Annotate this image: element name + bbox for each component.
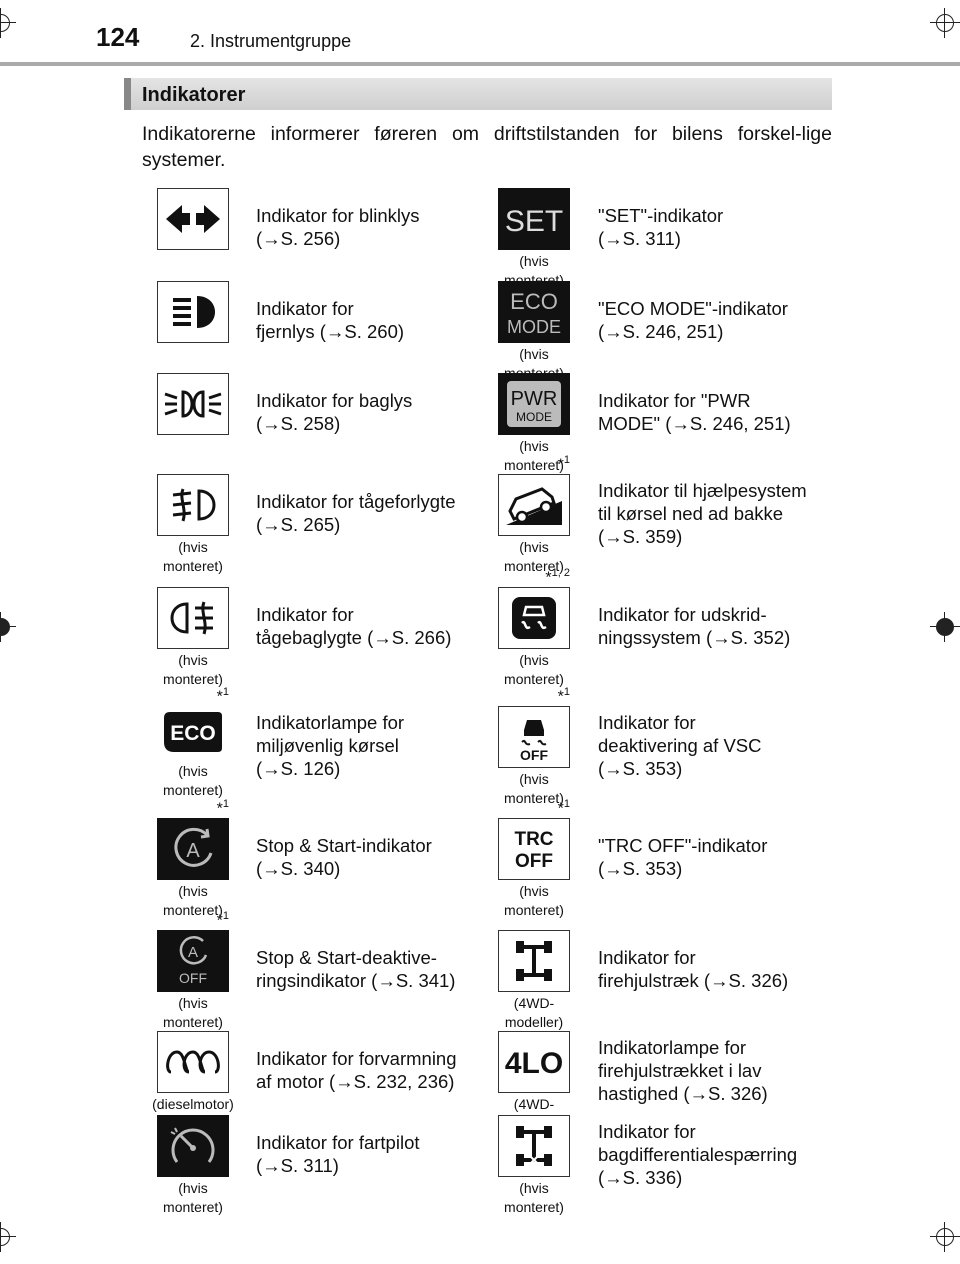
svg-text:OFF: OFF — [520, 747, 548, 762]
rear-diff-lock-icon — [498, 1115, 570, 1177]
registration-mark — [930, 612, 960, 642]
indicator-description: "ECO MODE"-indikator (→S. 246, 251) — [598, 298, 788, 342]
svg-text:PWR: PWR — [511, 388, 558, 410]
indicator-description: Indikatorlampe for firehjulstrækket i la… — [598, 1037, 768, 1104]
indicator-description: Indikator for bagdifferentialespærring (… — [598, 1121, 798, 1188]
glow-plug-icon — [157, 1031, 229, 1093]
indicator-description: Stop & Start-deaktive- ringsindikator (→… — [256, 947, 456, 991]
availability-note: (hvis monteret) — [504, 539, 564, 574]
svg-text:MODE: MODE — [507, 317, 561, 337]
availability-note: (4WD- modeller) — [504, 995, 564, 1030]
indicator-description: Indikator for tågeforlygte (→S. 265) — [256, 491, 456, 535]
indicator-description: Indikator for fjernlys (→S. 260) — [256, 298, 405, 342]
stop-start-off-icon: A OFF — [157, 930, 229, 992]
hill-descent-icon — [498, 474, 570, 536]
svg-text:ECO: ECO — [170, 722, 216, 745]
svg-text:MODE: MODE — [516, 410, 552, 424]
svg-text:TRC: TRC — [514, 829, 553, 850]
availability-note: (hvis monteret) — [504, 1180, 564, 1215]
footnote-marker: *1, 2 — [545, 567, 570, 587]
indicator-description: Indikator for firehjulstræk (→S. 326) — [598, 947, 789, 991]
indicator-description: Indikator for baglys (→S. 258) — [256, 390, 413, 434]
availability-note: (hvis monteret) — [163, 763, 223, 798]
availability-note: (hvis monteret) — [163, 652, 223, 687]
indicator-description: Indikator for udskrid- ningssystem (→S. … — [598, 604, 791, 648]
svg-text:SET: SET — [505, 205, 563, 238]
slip-indicator-icon — [498, 587, 570, 649]
indicator-description: Indikatorlampe for miljøvenlig kørsel (→… — [256, 712, 405, 779]
indicator-description: Indikator for forvarmning af motor (→S. … — [256, 1048, 457, 1092]
indicator-description: "TRC OFF"-indikator (→S. 353) — [598, 835, 768, 879]
high-beam-icon — [157, 281, 229, 343]
cruise-control-icon — [157, 1115, 229, 1177]
indicator-description: Indikator for deaktivering af VSC (→S. 3… — [598, 712, 762, 779]
front-fog-icon — [157, 474, 229, 536]
registration-mark — [930, 8, 960, 38]
tail-light-icon — [157, 373, 229, 435]
page-number: 124 — [96, 22, 140, 52]
eco-driving-icon: ECO — [157, 706, 229, 758]
footnote-marker: *1 — [557, 454, 570, 474]
set-icon: SET — [498, 188, 570, 250]
indicator-description: Indikator for blinklys (→S. 256) — [256, 205, 420, 249]
section-heading: Indikatorer — [124, 78, 832, 110]
indicator-description: Indikator for tågebaglygte (→S. 266) — [256, 604, 452, 648]
availability-note: (dieselmotor) — [152, 1096, 234, 1112]
turn-signal-icon — [157, 188, 229, 250]
indicator-description: Stop & Start-indikator (→S. 340) — [256, 835, 432, 879]
svg-text:4LO: 4LO — [505, 1047, 563, 1080]
indicator-description: Indikator for "PWR MODE" (→S. 246, 251) — [598, 390, 791, 434]
availability-note: (hvis monteret) — [504, 771, 564, 806]
availability-note: (hvis monteret) — [504, 652, 564, 687]
svg-text:A: A — [186, 840, 200, 862]
four-wheel-drive-icon — [498, 930, 570, 992]
indicator-description: Indikator for fartpilot (→S. 311) — [256, 1132, 420, 1176]
indicator-description: "SET"-indikator (→S. 311) — [598, 205, 724, 249]
availability-note: (hvis monteret) — [504, 438, 564, 473]
footnote-marker: *1 — [216, 686, 229, 706]
section-title: Indikatorer — [142, 84, 246, 106]
vsc-off-icon: OFF — [498, 706, 570, 768]
availability-note: (hvis monteret) — [163, 539, 223, 574]
section-marker — [124, 78, 131, 110]
chapter-title: 2. Instrumentgruppe — [190, 31, 352, 51]
eco-mode-icon: ECO MODE — [498, 281, 570, 343]
availability-note: (hvis monteret) — [504, 883, 564, 918]
availability-note: (hvis monteret) — [163, 995, 223, 1030]
registration-mark — [0, 612, 16, 642]
stop-start-icon: A — [157, 818, 229, 880]
footnote-marker: *1 — [557, 686, 570, 706]
svg-text:ECO: ECO — [510, 289, 558, 314]
registration-mark — [0, 8, 16, 38]
header-rule — [0, 62, 960, 66]
intro-paragraph: Indikatorerne informerer føreren om drif… — [142, 123, 832, 171]
availability-note: (hvis monteret) — [163, 1180, 223, 1215]
availability-note: (hvis monteret) — [163, 883, 223, 918]
footnote-marker: *1 — [216, 910, 229, 930]
indicator-description: Indikator til hjælpesystem til kørsel ne… — [598, 480, 807, 547]
registration-mark — [930, 1222, 960, 1252]
svg-text:OFF: OFF — [515, 851, 553, 872]
svg-text:OFF: OFF — [179, 970, 207, 986]
registration-mark — [0, 1222, 16, 1252]
rear-fog-icon — [157, 587, 229, 649]
svg-text:A: A — [188, 944, 198, 961]
footnote-marker: *1 — [557, 798, 570, 818]
4lo-icon: 4LO — [498, 1031, 570, 1093]
footnote-marker: *1 — [216, 798, 229, 818]
